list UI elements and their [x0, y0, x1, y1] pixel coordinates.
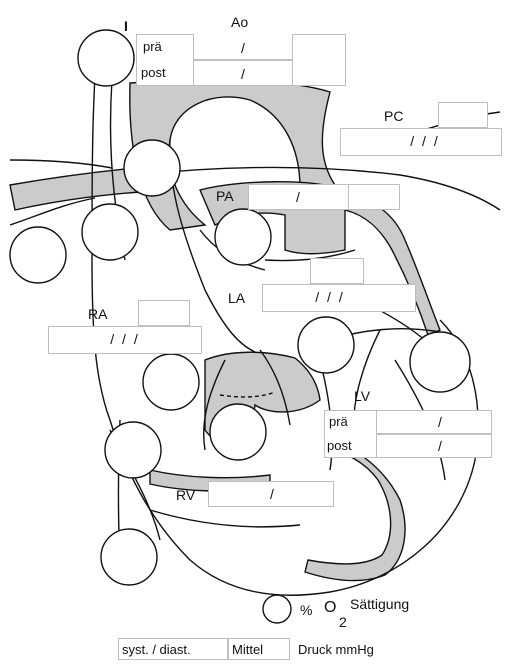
- label-rv: RV: [176, 487, 195, 503]
- sat-circle-la: [298, 317, 354, 373]
- ao-pre-value: /: [233, 40, 253, 56]
- sat-circle-ra: [143, 354, 199, 410]
- pa-value: /: [288, 189, 308, 205]
- sat-circle-pa: [215, 209, 271, 265]
- ra-mean-box[interactable]: [138, 300, 190, 326]
- label-lv: LV: [354, 388, 370, 404]
- sat-circle-left-vein: [10, 227, 66, 283]
- legend-circle-icon: [263, 595, 291, 623]
- marker-i: I: [124, 18, 128, 34]
- sat-circle-pv: [410, 332, 470, 392]
- legend-saturation: Sättigung: [350, 596, 409, 612]
- sat-circle-ivc-upper: [82, 204, 138, 260]
- pc-value: / / /: [400, 133, 450, 149]
- la-value: / / /: [305, 289, 355, 305]
- lv-pre-label: prä: [329, 414, 348, 430]
- pc-mean-box[interactable]: [438, 102, 488, 128]
- left-vessel-shading: [10, 168, 140, 210]
- legend-o-subscript: 2: [339, 614, 347, 630]
- label-la: LA: [228, 290, 245, 306]
- sat-circle-svc: [124, 140, 180, 196]
- sat-circle-rv: [210, 404, 266, 460]
- label-pa: PA: [216, 188, 234, 204]
- label-pc: PC: [384, 108, 403, 124]
- label-ao: Ao: [231, 14, 248, 30]
- lv-post-value: /: [430, 438, 450, 454]
- sat-circle-ao: [78, 30, 134, 86]
- legend-o: O: [324, 600, 336, 616]
- ao-pre-label: prä: [143, 39, 162, 55]
- rv-value: /: [262, 486, 282, 502]
- la-mean-box[interactable]: [310, 258, 364, 284]
- legend-mean: Mittel: [232, 642, 263, 658]
- legend-pressure-unit: Druck mmHg: [298, 642, 374, 658]
- sat-circle-ivc: [105, 422, 161, 478]
- legend-percent: %: [300, 602, 312, 618]
- ao-post-label: post: [141, 65, 166, 81]
- lv-pre-value: /: [430, 414, 450, 430]
- pa-mean-box[interactable]: [348, 184, 400, 210]
- ao-post-value: /: [233, 66, 253, 82]
- legend-syst-diast: syst. / diast.: [122, 642, 191, 658]
- ra-value: / / /: [100, 331, 150, 347]
- lv-post-label: post: [327, 438, 352, 454]
- lv-wall-shading: [305, 440, 405, 581]
- sat-circle-ivc-lower: [101, 529, 157, 585]
- label-ra: RA: [88, 306, 107, 322]
